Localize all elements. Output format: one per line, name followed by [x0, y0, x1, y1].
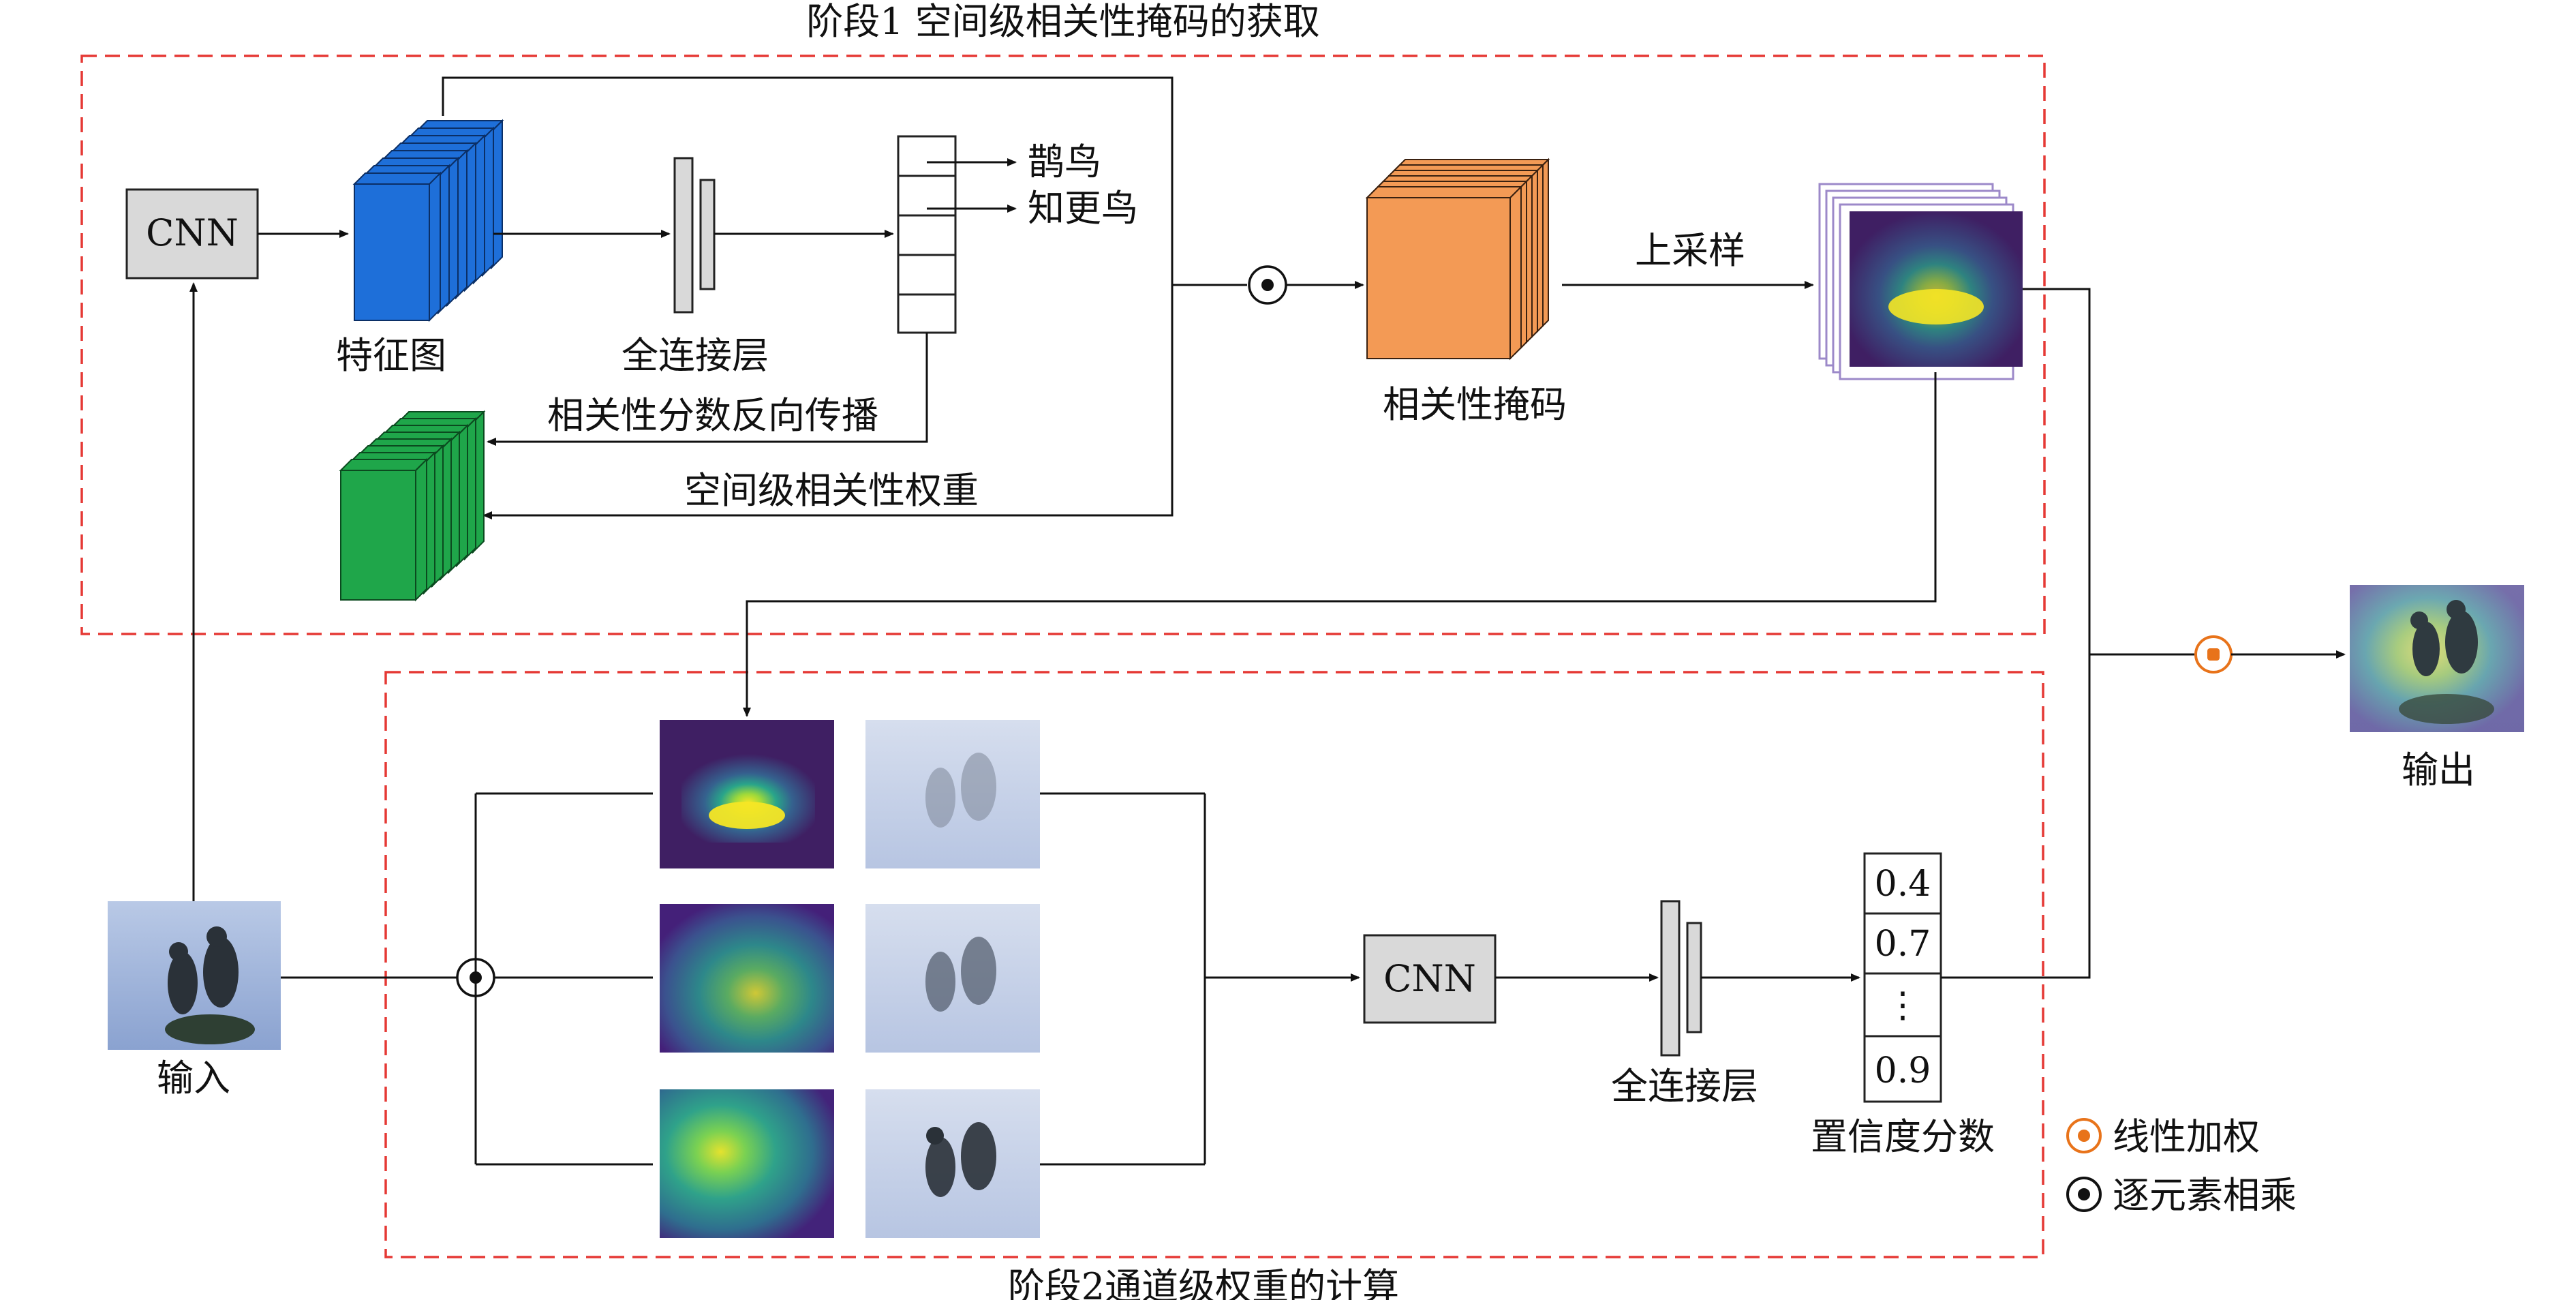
- stage2-title: 阶段2通道级权重的计算: [1008, 1265, 1399, 1300]
- skip-line-top: [442, 76, 1174, 519]
- feature-map-label: 特征图: [336, 334, 446, 377]
- cnn-box-stage2: [1363, 934, 1497, 1024]
- line-heatmap-to-stage2: [743, 372, 1937, 717]
- elementwise-multiply-node-stage1: [1248, 265, 1287, 305]
- class-label-robin: 知更鸟: [1028, 187, 1138, 230]
- stage2-frame: [384, 671, 2044, 1258]
- fc-label-stage1: 全连接层: [622, 334, 769, 377]
- channel-heatmap-3: [660, 1089, 834, 1238]
- relevance-mask-label: 相关性掩码: [1383, 383, 1567, 426]
- relevance-mask-stack: [1365, 157, 1550, 361]
- stage1-title: 阶段1 空间级相关性掩码的获取: [806, 0, 1320, 43]
- masked-image-2: [865, 904, 1040, 1053]
- upsampled-heatmap-stack: [1818, 183, 2023, 380]
- class-score-vector: [897, 135, 957, 334]
- fc-layer-bar2: [699, 179, 716, 290]
- confidence-score-vector: [1863, 852, 1942, 1103]
- channel-heatmap-2: [660, 904, 834, 1053]
- score-cell-4: 0.9: [1875, 1050, 1931, 1091]
- channel-heatmap-1: [660, 720, 834, 868]
- class-label-magpie: 鹊鸟: [1028, 140, 1101, 183]
- masked-image-3: [865, 1089, 1040, 1238]
- fc-layer-bar1: [673, 157, 694, 314]
- backprop-label: 相关性分数反向传播: [547, 394, 878, 437]
- masked-image-1: [865, 720, 1040, 868]
- linear-weighting-node: [2194, 635, 2233, 674]
- output-image: [2350, 585, 2524, 732]
- legend-linear-label: 线性加权: [2113, 1115, 2260, 1158]
- feature-map-stack: [352, 119, 504, 322]
- stage1-frame: [80, 55, 2046, 635]
- input-label: 输入: [157, 1057, 230, 1100]
- upsample-label: 上采样: [1635, 229, 1745, 272]
- cnn-label-stage1: CNN: [146, 211, 239, 254]
- input-image: [108, 901, 281, 1050]
- spatial-weight-stack: [339, 410, 486, 602]
- fc2-layer-bar2: [1686, 922, 1702, 1033]
- legend-elementwise-multiply: [2066, 1177, 2102, 1212]
- fc-label-stage2: 全连接层: [1611, 1065, 1758, 1108]
- score-cell-3: ⋮: [1885, 985, 1920, 1026]
- output-label: 输出: [2402, 749, 2475, 791]
- legend-multiply-label: 逐元素相乘: [2113, 1174, 2297, 1217]
- legend-linear-weighting: [2066, 1118, 2102, 1153]
- fc2-layer-bar1: [1660, 900, 1681, 1057]
- score-cell-2: 0.7: [1875, 924, 1931, 965]
- spatial-weight-label: 空间级相关性权重: [684, 469, 979, 512]
- cnn-label-stage2: CNN: [1383, 957, 1476, 1000]
- confidence-label: 置信度分数: [1811, 1115, 1995, 1158]
- backprop-line: [487, 333, 928, 446]
- score-cell-1: 0.4: [1875, 864, 1931, 905]
